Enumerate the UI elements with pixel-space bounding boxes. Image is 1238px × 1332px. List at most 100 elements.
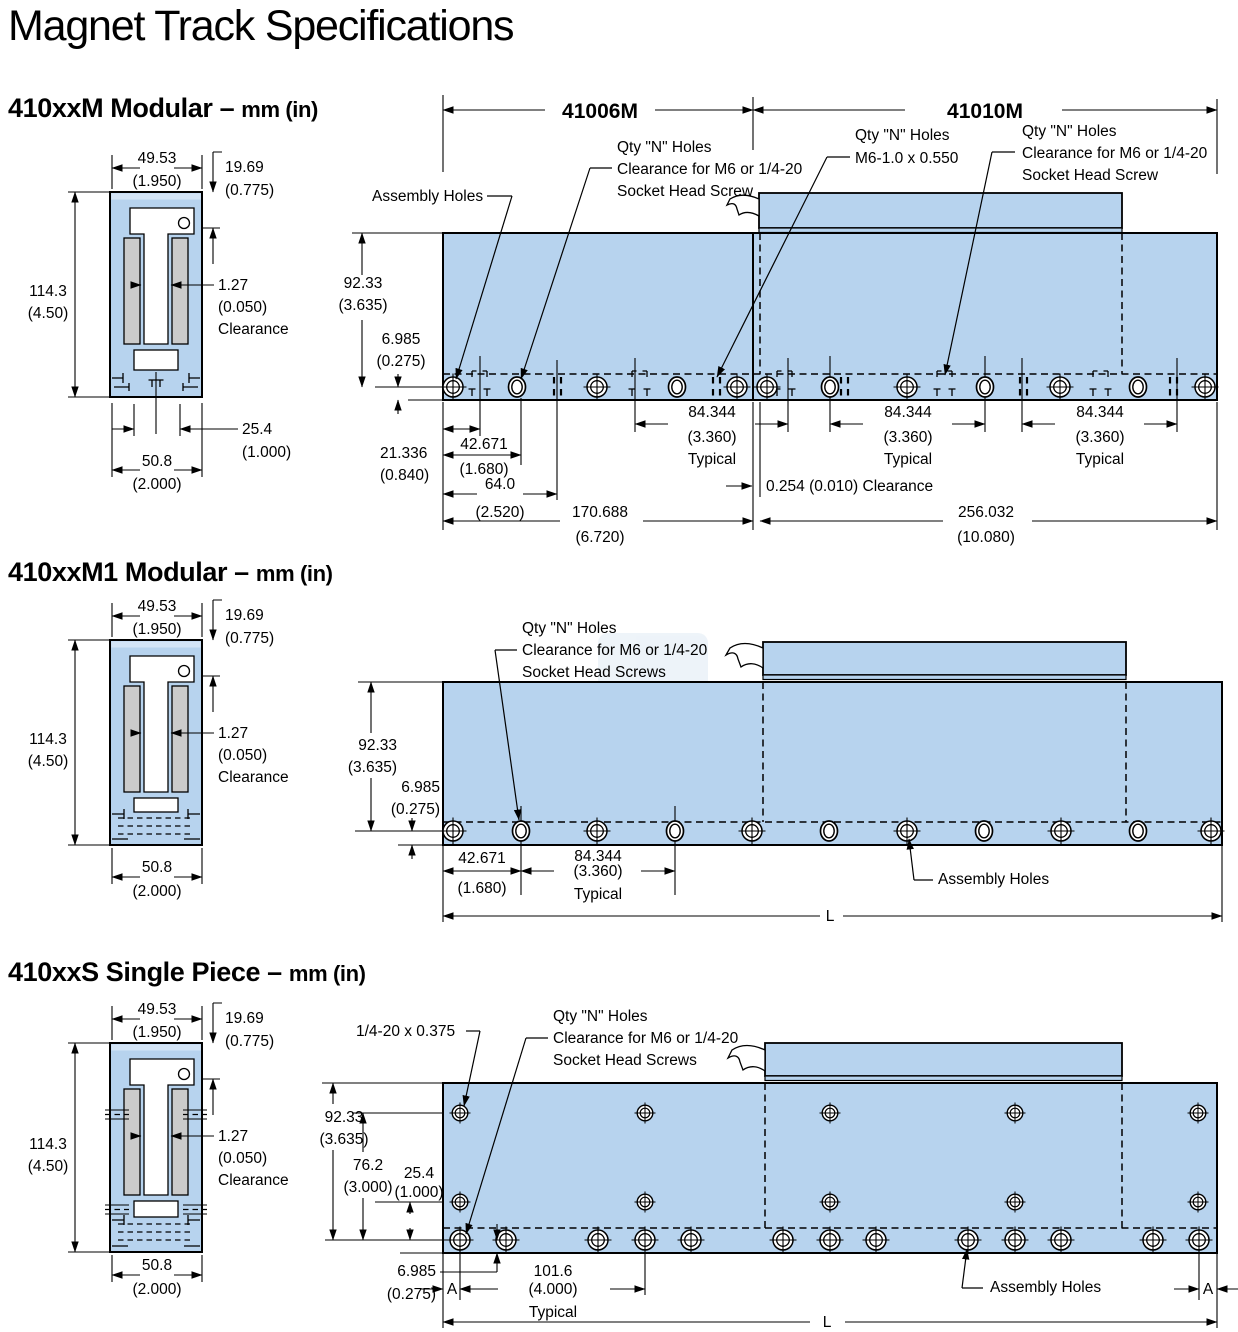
section-3-heading: 410xxS Single Piece – mm (in) xyxy=(8,957,366,988)
callout-1-line-2: Clearance for M6 or 1/4-20 xyxy=(522,642,708,659)
callout-2-line-2: M6-1.0 x 0.550 xyxy=(855,150,959,167)
track-body xyxy=(442,681,1223,846)
dim-pitch-note: Typical xyxy=(574,886,622,903)
clearance-hole-icon xyxy=(974,820,994,842)
extension-lines xyxy=(355,681,1223,922)
dim-d2-in: (1.680) xyxy=(459,461,508,478)
dim-edge-mm: 6.985 xyxy=(382,331,421,348)
dim-base-in: (2.000) xyxy=(132,476,181,493)
side-hole-marks xyxy=(105,1109,207,1215)
dim-pitch-1-note: Typical xyxy=(688,451,736,468)
dim-pitch-mm: 101.6 xyxy=(534,1263,573,1280)
clearance-hole-icon xyxy=(667,376,687,398)
dim-height-in: (4.50) xyxy=(28,753,69,770)
dim-edge-in: (0.275) xyxy=(376,353,425,370)
dim-d1-mm: 21.336 xyxy=(380,445,427,462)
dim-a-left: A xyxy=(447,1281,458,1298)
dim-cap-mm: 19.69 xyxy=(225,607,264,624)
plate-footprint-dashed xyxy=(443,1083,1217,1229)
magnet-right xyxy=(171,685,189,793)
dim-base-in: (2.000) xyxy=(132,883,181,900)
callout-1-line-1: Qty "N" Holes xyxy=(553,1008,648,1025)
dim-height-view-in: (3.635) xyxy=(319,1131,368,1148)
label-flag xyxy=(726,1044,766,1073)
dim-height-mm: 114.3 xyxy=(29,731,67,748)
dim-height-view-mm: 92.33 xyxy=(358,737,397,754)
base-step-marks xyxy=(112,809,200,840)
dim-height-in: (4.50) xyxy=(28,305,69,322)
callout-1-line-3: Socket Head Screws xyxy=(522,664,666,681)
dim-gap-note: Clearance xyxy=(218,769,289,786)
tap-callout: 1/4-20 x 0.375 xyxy=(356,1023,455,1040)
magnet-plate xyxy=(758,192,1123,229)
dim-height-view-in: (3.635) xyxy=(348,759,397,776)
section-2-heading: 410xxM1 Modular – mm (in) xyxy=(8,557,333,588)
dim-a-right: A xyxy=(1203,1281,1214,1298)
cross-section-view: 49.53 (1.950) 19.69 (0.775) 114.3 (4.50)… xyxy=(28,1001,289,1298)
dim-pitch-note: Typical xyxy=(529,1304,577,1321)
dim-d2-in: (1.680) xyxy=(457,880,506,897)
section-1-heading-text: 410xxM Modular – xyxy=(8,93,235,123)
dim-width-mm: 49.53 xyxy=(138,1001,177,1018)
dim-row-in: (1.000) xyxy=(394,1184,443,1201)
clearance-hole-icon xyxy=(507,376,527,398)
dim-edge-mm: 6.985 xyxy=(401,779,440,796)
callout-1-line-2: Clearance for M6 or 1/4-20 xyxy=(617,161,803,178)
dim-len1-in: (6.720) xyxy=(575,529,624,546)
track-2-label: 41010M xyxy=(947,100,1023,123)
assembly-holes-label: Assembly Holes xyxy=(990,1279,1101,1296)
dim-pitch-in: (4.000) xyxy=(528,1281,577,1298)
dim-base-mm: 50.8 xyxy=(142,453,172,470)
magnet-left xyxy=(123,685,141,793)
label-flag xyxy=(724,642,764,670)
callout-leaders xyxy=(494,649,933,881)
forcer-slot xyxy=(129,1058,195,1196)
track-1-label: 41006M xyxy=(562,100,638,123)
dim-base-mm: 50.8 xyxy=(142,1257,172,1274)
base-dashed-holes xyxy=(118,1223,194,1241)
dim-pitch-in: (3.360) xyxy=(573,863,622,880)
clearance-note: 0.254 (0.010) Clearance xyxy=(766,478,933,495)
dim-gap-mm: 1.27 xyxy=(218,1128,248,1145)
dim-base-mm: 50.8 xyxy=(142,859,172,876)
dim-pitch-3-in: (3.360) xyxy=(1075,429,1124,446)
clearance-hole-icon xyxy=(1128,376,1148,398)
dim-pitch-2-in: (3.360) xyxy=(883,429,932,446)
magnet-plate xyxy=(762,641,1127,676)
dim-gap-note: Clearance xyxy=(218,321,289,338)
dim-mid-mm: 76.2 xyxy=(353,1157,383,1174)
view-dim-lines xyxy=(367,681,1223,920)
dim-pitch-mm: 84.344 xyxy=(574,848,622,865)
dim-width-in: (1.950) xyxy=(132,173,181,190)
dim-pitch-2-mm: 84.344 xyxy=(884,404,932,421)
length-label: L xyxy=(823,1314,832,1331)
sensor-hole-icon xyxy=(177,216,191,230)
dim-pitch-1-in: (3.360) xyxy=(687,429,736,446)
section-1-heading-units: mm (in) xyxy=(241,97,318,122)
dim-edge-in: (0.275) xyxy=(391,801,440,818)
length-label: L xyxy=(826,908,835,925)
label-flag xyxy=(725,194,760,218)
dim-pitch-1-mm: 84.344 xyxy=(688,404,736,421)
base-step-marks xyxy=(112,1215,200,1247)
plate-footprint-dashed xyxy=(443,682,1222,823)
cross-section-dim-lines xyxy=(68,599,222,884)
callout-1-line-3: Socket Head Screws xyxy=(553,1052,697,1069)
plate-footprint-dashed xyxy=(443,233,1217,375)
dim-d2-mm: 42.671 xyxy=(458,850,505,867)
magnet-left xyxy=(123,237,141,345)
magnet-plate xyxy=(764,1042,1123,1077)
section-2-heading-units: mm (in) xyxy=(255,561,333,586)
section-2-heading-text: 410xxM1 Modular – xyxy=(8,557,249,587)
page-title: Magnet Track Specifications xyxy=(8,2,515,50)
view-dim-lines xyxy=(329,1082,1238,1326)
dim-gap-note: Clearance xyxy=(218,1172,289,1189)
callout-3-line-1: Qty "N" Holes xyxy=(1022,123,1117,140)
base-dashed-holes xyxy=(118,817,194,835)
section-2-drawing: p xyxy=(28,598,1226,925)
magnet-left xyxy=(123,1088,141,1196)
dim-height-mm: 114.3 xyxy=(29,1136,67,1153)
forcer-slot xyxy=(129,207,195,345)
callout-1-line-3: Socket Head Screw xyxy=(617,183,754,200)
cross-section-view: 49.53 (1.950) 19.69 (0.775) 114.3 (4.50)… xyxy=(28,598,289,900)
